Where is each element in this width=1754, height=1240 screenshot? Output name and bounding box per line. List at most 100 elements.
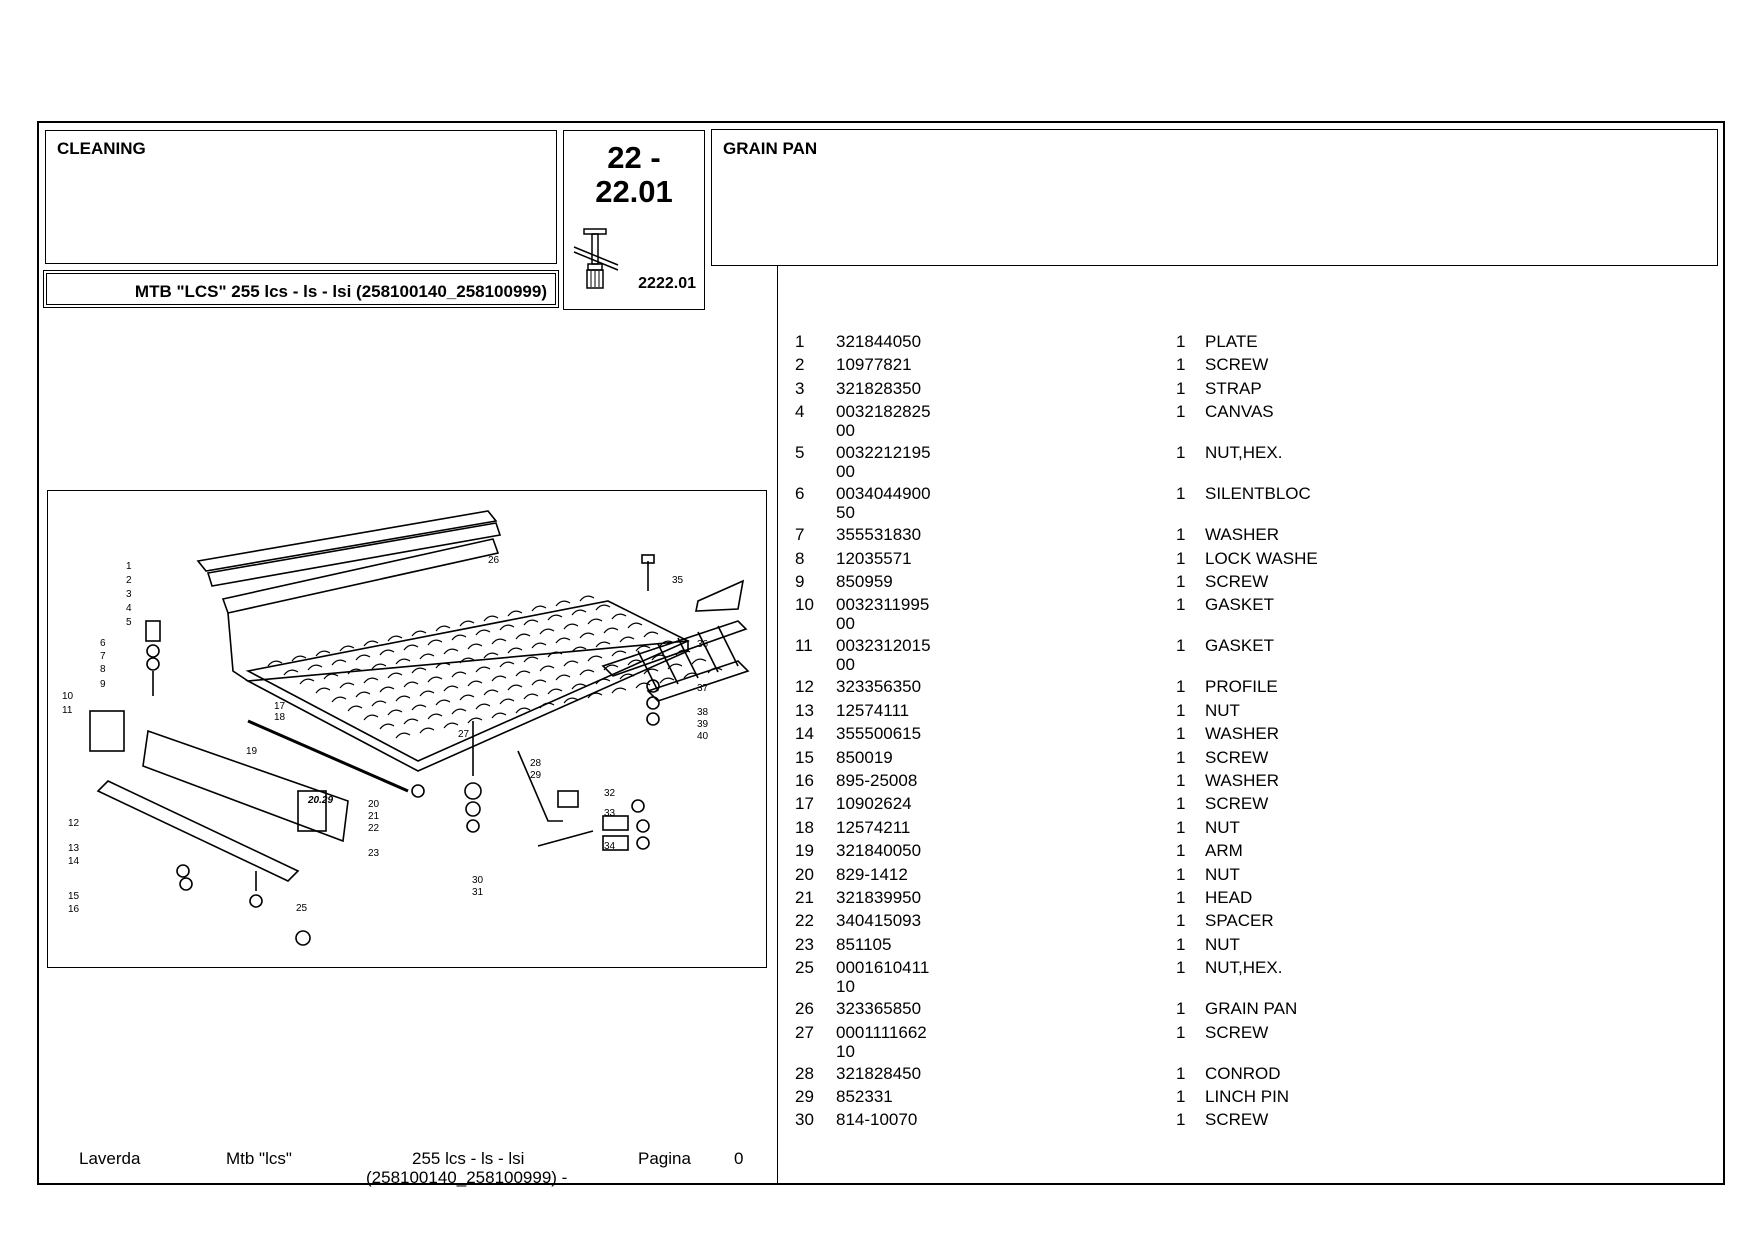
louver [683, 672, 699, 679]
part-description: PROFILE [1205, 677, 1278, 697]
part-qty: 1 [1176, 1022, 1186, 1042]
part-number: 27 [795, 1022, 814, 1042]
louver [267, 660, 283, 667]
louver [587, 655, 603, 662]
louver [619, 673, 635, 680]
group-code-line1: 22 - [607, 140, 661, 175]
part-number: 2 [795, 355, 805, 375]
part-qty: 1 [1176, 958, 1186, 978]
part-description: SCREW [1205, 1110, 1269, 1130]
louver [563, 697, 579, 704]
louver [531, 679, 547, 686]
part-title-box: GRAIN PAN [711, 129, 1718, 266]
callout-label: 1 [126, 561, 132, 572]
louver [459, 620, 475, 627]
louver [515, 670, 531, 677]
callout-label: 35 [672, 575, 684, 586]
part-code: 323365850 [836, 999, 922, 1019]
part-description: CONROD [1205, 1063, 1281, 1083]
part-code-cont: 10 [836, 977, 855, 997]
part-qty: 1 [1176, 724, 1186, 744]
callout-label: 16 [68, 904, 80, 915]
sub-code: 2222.01 [638, 275, 696, 292]
louver [491, 638, 507, 645]
part-code: 0034044900 [836, 484, 931, 504]
footer-page-label: Pagina [638, 1149, 691, 1168]
louver [347, 668, 363, 675]
part-description: SCREW [1205, 572, 1269, 591]
callout-label: 26 [488, 555, 500, 566]
part-description: SCREW [1205, 355, 1269, 375]
footer-model-line2: (258100140_258100999) - [366, 1168, 568, 1187]
part-code: 10902624 [836, 794, 912, 814]
part-description: NUT [1205, 700, 1240, 720]
footer-page-number: 0 [734, 1149, 744, 1168]
louver [323, 673, 339, 680]
part-qty: 1 [1176, 572, 1186, 591]
callout-label: 20 [368, 799, 380, 810]
louver [291, 655, 307, 662]
callout-label: 37 [697, 683, 709, 694]
part-code: 12574211 [836, 817, 911, 837]
callout-label: 28 [530, 758, 542, 769]
louver [427, 639, 443, 646]
louver [427, 713, 443, 720]
part-description: NUT,HEX. [1205, 443, 1283, 463]
callout-label: 10 [62, 691, 74, 702]
louver [707, 667, 723, 674]
footer-series: Mtb "lcs" [226, 1149, 292, 1168]
louver [475, 629, 491, 636]
section-title-box: CLEANING [45, 130, 557, 264]
part-qty: 1 [1176, 548, 1186, 568]
louver [459, 694, 475, 701]
part-description: WASHER [1205, 771, 1279, 790]
part-number: 26 [795, 999, 814, 1019]
louver [387, 709, 403, 716]
part-qty: 1 [1176, 355, 1186, 375]
part-code: 0032311995 [836, 595, 930, 615]
louver [571, 609, 587, 616]
reference-label: 20.29 [307, 795, 333, 806]
part-code-cont: 00 [836, 614, 855, 634]
part-code: 0001111662 [836, 1022, 927, 1042]
part-code: 814-10070 [836, 1110, 918, 1130]
louver [523, 619, 539, 626]
part-description: NUT,HEX. [1205, 958, 1283, 978]
part-qty: 1 [1176, 794, 1186, 814]
callout-label: 36 [697, 639, 709, 650]
part-qty: 1 [1176, 911, 1186, 931]
louver [595, 678, 611, 685]
part-code: 321840050 [836, 841, 922, 861]
louver [299, 678, 315, 685]
louver [563, 623, 579, 630]
part-number: 15 [795, 747, 814, 767]
part-code: 340415093 [836, 911, 922, 931]
part-qty: 1 [1176, 1110, 1186, 1130]
part-number: 6 [795, 484, 805, 504]
callout-label: 31 [472, 887, 484, 898]
louver [395, 732, 411, 739]
part-code: 829-1412 [836, 864, 908, 884]
louver [595, 641, 611, 648]
part-code: 852331 [836, 1087, 893, 1106]
louver [531, 642, 547, 649]
part-number: 12 [795, 677, 814, 697]
louver [451, 634, 467, 641]
louver [475, 666, 491, 673]
part-qty: 1 [1176, 934, 1186, 954]
louver [395, 658, 411, 665]
diagram-drawing: 1234567891011121314151617181920212223252… [62, 510, 750, 946]
part-qty: 1 [1176, 700, 1186, 720]
part-number: 11 [795, 636, 813, 656]
part-description: GASKET [1205, 595, 1274, 615]
part-code: 0032212195 [836, 443, 931, 463]
louver [499, 698, 515, 705]
louver [443, 722, 459, 729]
louver [419, 727, 435, 734]
part-code: 321839950 [836, 888, 922, 907]
callout-label: 18 [274, 712, 286, 723]
callout-label: 21 [368, 811, 380, 822]
louver [339, 682, 355, 689]
part-number: 23 [795, 934, 814, 954]
part-description: HEAD [1205, 888, 1253, 907]
